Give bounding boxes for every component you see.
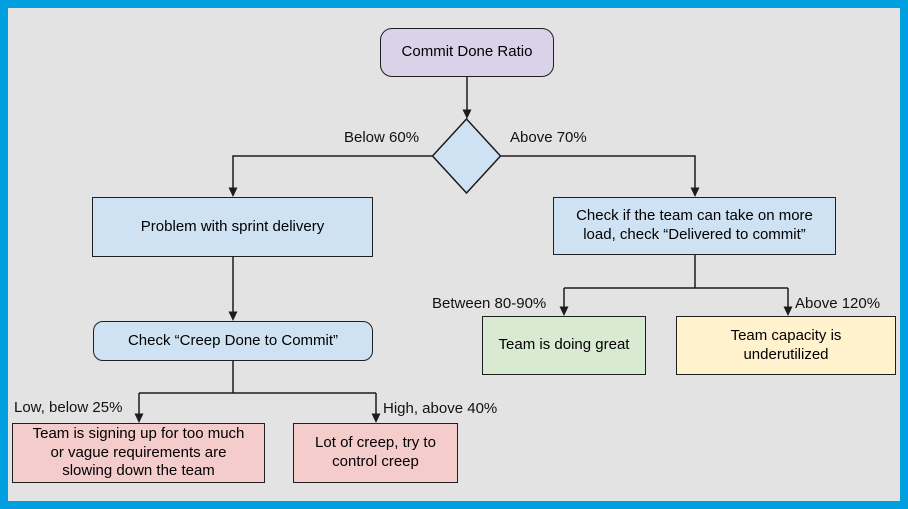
edge-decision-to-check-load bbox=[501, 155, 696, 189]
arrowhead-decision bbox=[462, 109, 472, 119]
edge-decision-to-problem bbox=[232, 155, 432, 189]
edge-label-high-above-40: High, above 40% bbox=[383, 400, 498, 417]
edge-check-load-split bbox=[563, 255, 789, 308]
node-check-creep-done-to-commit: Check “Creep Done to Commit” bbox=[93, 321, 373, 361]
flowchart-connectors bbox=[134, 77, 793, 423]
decision-diamond bbox=[431, 117, 502, 195]
node-team-doing-great: Team is doing great bbox=[482, 316, 646, 375]
edge-label-between-80-90: Between 80-90% bbox=[432, 295, 547, 312]
arrowhead-creep bbox=[371, 413, 381, 423]
arrowhead-underutilized bbox=[783, 306, 793, 316]
edge-label-below-60: Below 60% bbox=[344, 129, 420, 146]
node-commit-done-ratio-label: Commit Done Ratio bbox=[401, 43, 533, 61]
node-problem-sprint-delivery: Problem with sprint delivery bbox=[92, 197, 373, 257]
node-check-team-load: Check if the team can take on more load,… bbox=[553, 197, 836, 255]
arrowhead-problem bbox=[228, 187, 238, 197]
node-lot-of-creep-label: Lot of creep, try to control creep bbox=[315, 434, 436, 470]
edge-label-above-70: Above 70% bbox=[510, 129, 587, 146]
edge-label-low-below-25: Low, below 25% bbox=[14, 399, 123, 416]
node-team-overcommitting-label: Team is signing up for too much or vague… bbox=[32, 424, 245, 480]
node-team-overcommitting: Team is signing up for too much or vague… bbox=[12, 423, 265, 483]
node-lot-of-creep: Lot of creep, try to control creep bbox=[293, 423, 458, 483]
node-team-doing-great-label: Team is doing great bbox=[498, 336, 630, 354]
node-commit-done-ratio: Commit Done Ratio bbox=[380, 28, 554, 77]
node-team-capacity-underutilized-label: Team capacity is underutilized bbox=[730, 326, 842, 363]
node-team-capacity-underutilized: Team capacity is underutilized bbox=[676, 316, 896, 375]
arrowhead-overcommit bbox=[134, 413, 144, 423]
node-check-creep-done-to-commit-label: Check “Creep Done to Commit” bbox=[127, 331, 339, 349]
edge-label-above-120: Above 120% bbox=[795, 295, 881, 312]
node-check-team-load-label: Check if the team can take on more load,… bbox=[576, 207, 813, 243]
arrowhead-check-creep bbox=[228, 311, 238, 321]
edge-check-creep-split bbox=[138, 361, 377, 415]
node-problem-sprint-delivery-label: Problem with sprint delivery bbox=[140, 217, 325, 235]
arrowhead-check-load bbox=[690, 187, 700, 197]
arrowhead-great bbox=[559, 306, 569, 316]
